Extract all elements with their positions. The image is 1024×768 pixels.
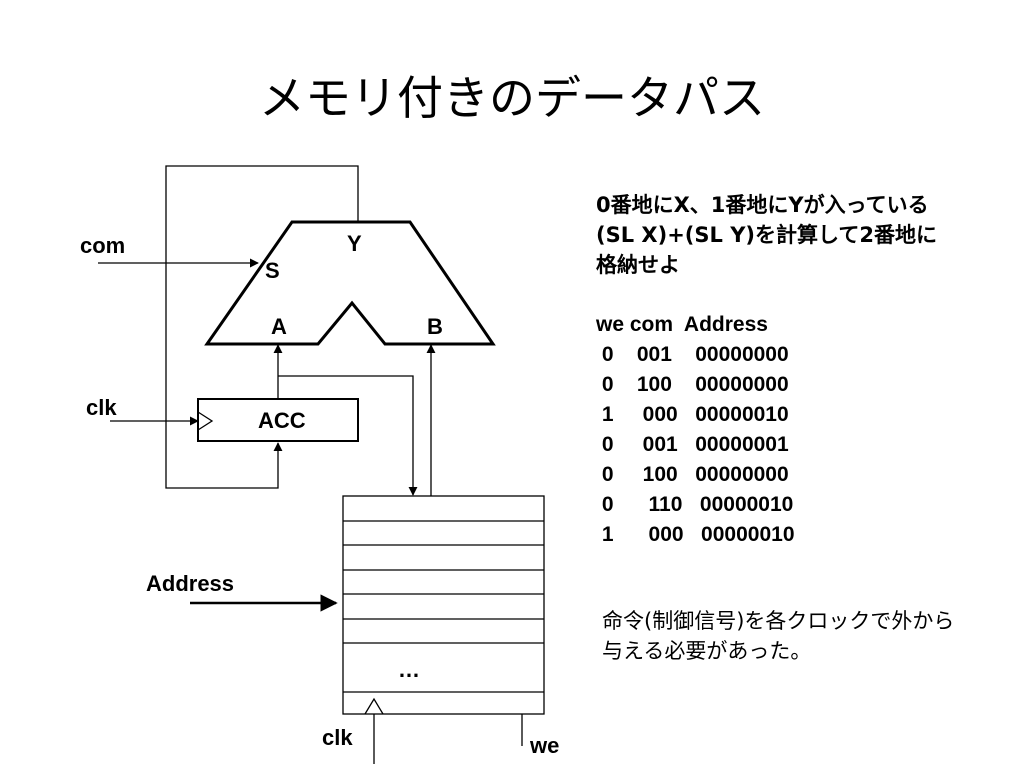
alu-input-a-label: A [271, 314, 287, 339]
memory-ellipsis: … [398, 657, 420, 682]
task-line: 0番地にX、1番地にYが入っている [596, 193, 929, 217]
control-table-row: 0 100 00000000 [596, 463, 789, 486]
control-table-row: 1 000 00000010 [596, 403, 789, 426]
note-line: 与える必要があった。 [602, 639, 812, 663]
task-line: (SL X)+(SL Y)を計算して2番地に [596, 223, 937, 247]
task-panel: 0番地にX、1番地にYが入っている (SL X)+(SL Y)を計算して2番地に… [596, 190, 1016, 550]
page-title: メモリ付きのデータパス [259, 71, 765, 125]
memory-we-label: we [530, 733, 560, 758]
acc-clock-triangle [197, 411, 214, 431]
alu-output-label: Y [347, 231, 362, 256]
control-table-row: 0 001 00000001 [596, 433, 789, 456]
note-line: 命令(制御信号)を各クロックで外から [602, 609, 955, 633]
com-label: com [80, 233, 126, 258]
alu-shape [204, 220, 496, 346]
control-table-row: 1 000 00000010 [596, 523, 795, 546]
acc-register [197, 398, 359, 442]
alu-input-b-label: B [427, 314, 443, 339]
task-line: 格納せよ [596, 253, 680, 277]
acc-clk-label: clk [86, 395, 117, 420]
control-table-header: we com Address [596, 313, 768, 336]
control-table-row: 0 001 00000000 [596, 343, 789, 366]
acc-to-memory-wire [278, 375, 418, 496]
feedback-wire [165, 165, 359, 489]
alu-select-label: S [265, 258, 280, 283]
control-table-row: 0 110 00000010 [596, 493, 794, 516]
control-table-row: 0 100 00000000 [596, 373, 789, 396]
acc-label: ACC [258, 408, 306, 433]
memory-block [342, 495, 545, 715]
address-label: Address [146, 571, 235, 596]
note-text: 命令(制御信号)を各クロックで外から 与える必要があった。 [602, 606, 1022, 666]
memory-clk-label: clk [322, 725, 353, 750]
